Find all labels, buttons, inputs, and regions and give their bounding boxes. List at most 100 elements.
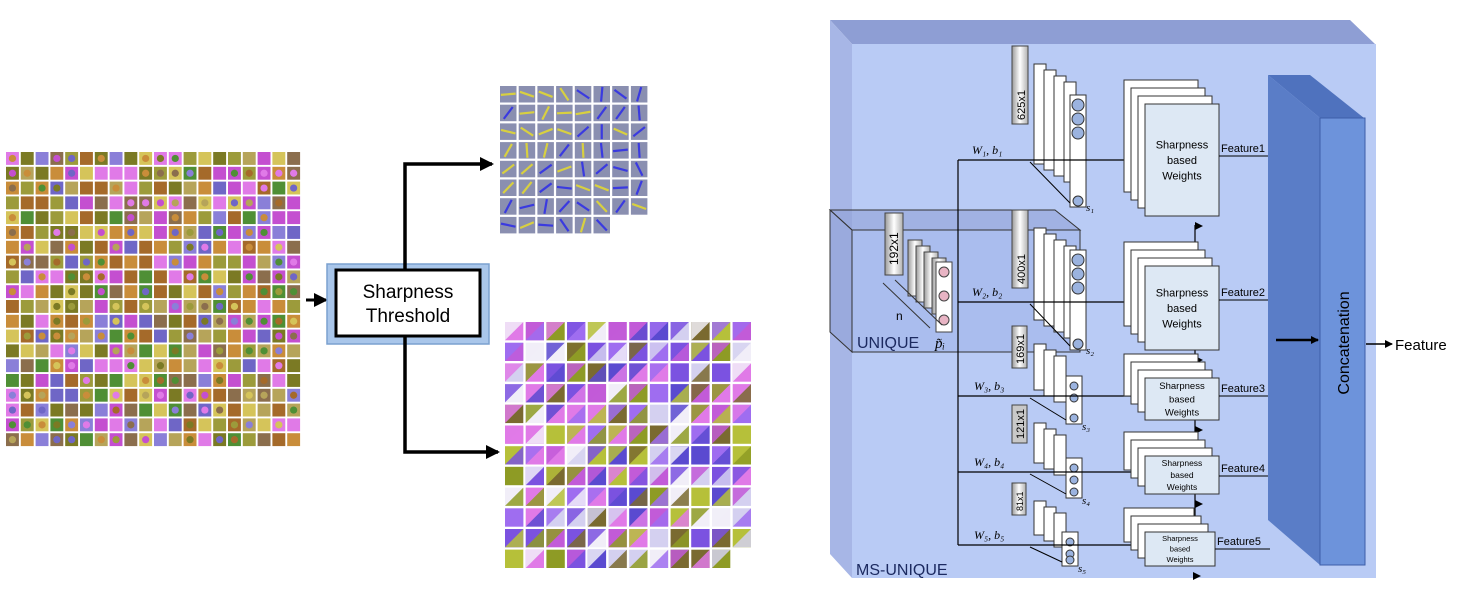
filter-tile <box>124 240 138 254</box>
weights-box-text: based <box>1167 155 1197 167</box>
filter-shade <box>587 322 607 341</box>
filter-tile <box>272 226 286 239</box>
filter-blob <box>230 317 239 325</box>
filter-blob <box>156 391 165 399</box>
filter-stroke <box>502 106 514 120</box>
filter-blob <box>53 184 61 192</box>
filter-blob <box>290 317 298 325</box>
filter-tile <box>154 240 167 254</box>
scale-vector <box>1011 325 1028 369</box>
sparse-code-label: s₁ <box>1086 202 1094 214</box>
filter-shade <box>505 549 524 568</box>
filter-tile <box>228 240 241 254</box>
filter-blob <box>82 258 91 266</box>
filter-tile <box>257 255 271 269</box>
filter-stroke <box>519 221 535 230</box>
filter-shade <box>712 384 731 403</box>
filter-stroke <box>538 90 553 98</box>
filter-tile <box>168 181 182 195</box>
filter-tile <box>80 240 93 254</box>
filter-blob <box>290 184 298 192</box>
patch-neuron <box>938 266 950 278</box>
filter-stroke <box>580 161 586 177</box>
filter-blob <box>260 317 268 325</box>
filter-blob <box>127 332 135 340</box>
filter-tile <box>35 226 49 239</box>
filter-shade <box>670 446 689 465</box>
filter-blob <box>186 302 194 311</box>
filter-shade <box>587 487 607 506</box>
filter-blob <box>23 199 31 207</box>
weights-box-text: based <box>1169 394 1195 405</box>
filter-tile <box>154 181 167 195</box>
filter-stroke <box>558 200 571 213</box>
filter-tile <box>272 211 286 225</box>
filter-shade <box>670 322 689 341</box>
sharp-filters-mosaic <box>500 86 648 234</box>
filter-tile <box>139 270 153 284</box>
filter-tile <box>124 166 138 180</box>
filter-shade <box>525 404 544 424</box>
filter-blob <box>186 332 194 340</box>
filter-tile <box>109 329 123 343</box>
filter-tile <box>124 388 138 402</box>
filter-tile <box>139 240 153 254</box>
filter-blob <box>186 436 194 444</box>
n-guide-2 <box>894 279 943 326</box>
filter-tile <box>94 388 108 402</box>
filter-blob <box>8 288 17 296</box>
filter-shade <box>629 549 648 568</box>
filter-stroke <box>612 148 628 153</box>
filter-shade <box>525 384 544 403</box>
filter-tile <box>213 166 227 180</box>
filter-shade <box>567 549 586 568</box>
filter-tile <box>109 196 123 210</box>
neuron <box>1071 253 1085 267</box>
filter-tile <box>168 270 182 284</box>
filter-tile <box>94 181 108 195</box>
filter-blob <box>53 436 61 444</box>
filter-tile <box>139 329 153 343</box>
filter-blob <box>23 332 31 340</box>
sparse-code-label: s₅ <box>1078 563 1086 575</box>
filter-blob <box>216 288 224 296</box>
filter-tile <box>242 300 256 313</box>
filter-tile <box>109 152 123 165</box>
filter-shade <box>691 404 710 424</box>
filter-tile <box>228 359 241 373</box>
projection-line <box>1029 546 1063 563</box>
filter-shade <box>567 322 586 341</box>
filter-shade <box>505 384 524 403</box>
filter-blob <box>8 391 17 399</box>
filter-shade <box>732 487 751 506</box>
filter-tile <box>50 285 64 299</box>
neuron <box>1071 112 1085 126</box>
filter-tile <box>213 418 227 432</box>
filter-blob <box>290 391 298 399</box>
filter-tile <box>183 285 197 299</box>
filter-shade <box>712 466 731 486</box>
filter-blob <box>245 421 253 429</box>
filter-tile <box>242 181 256 195</box>
filter-tile <box>272 152 286 165</box>
filter-tile <box>109 285 123 299</box>
filter-tile <box>50 270 64 284</box>
filter-tile <box>20 270 34 284</box>
filter-tile <box>20 359 34 373</box>
filter-tile <box>65 403 79 417</box>
filter-tile <box>213 240 227 254</box>
filter-shade <box>649 322 669 341</box>
threshold-line2: Threshold <box>366 306 451 327</box>
filter-blob <box>142 169 150 177</box>
filter-blob <box>53 332 61 340</box>
filter-tile <box>50 374 64 387</box>
filter-shade <box>608 384 627 403</box>
filter-blob <box>245 228 253 237</box>
input-patches: 192x1 n p̃ᵢ <box>882 212 953 352</box>
filter-shade <box>629 466 648 486</box>
filter-shade <box>505 363 524 382</box>
filter-blob <box>245 391 253 399</box>
filter-shade <box>691 446 710 465</box>
filter-tile <box>257 196 271 210</box>
filter-shade <box>712 446 731 465</box>
